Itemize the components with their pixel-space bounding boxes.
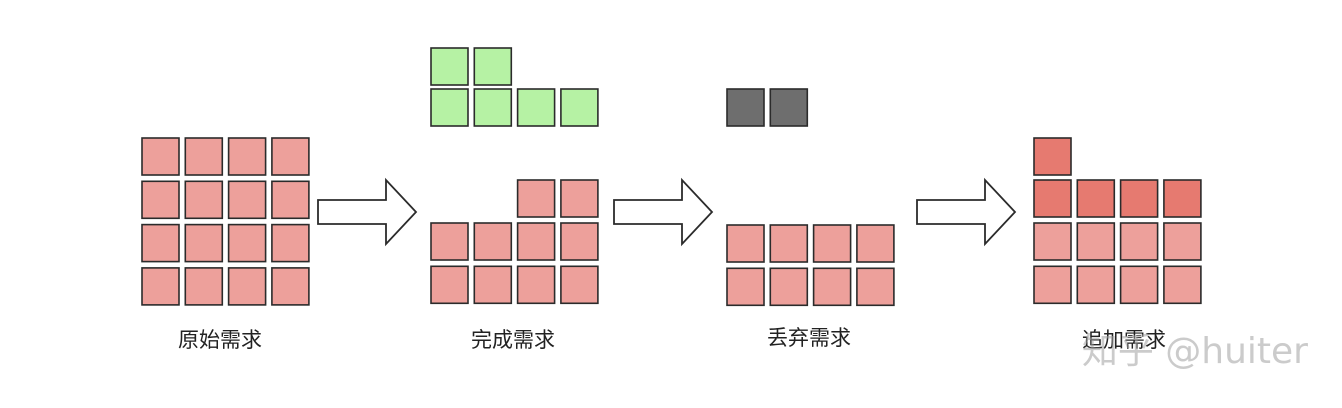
remaining-requirement-tile [516,222,556,261]
remaining-requirement-tile [1033,222,1072,261]
arrow-right-icon [613,177,714,247]
remaining-requirement-tile [1163,222,1202,261]
original-requirement-tile [227,267,267,306]
remaining-requirement-tile [560,222,599,261]
remaining-requirement-tile [560,265,599,305]
stage-label-completed: 完成需求 [471,328,555,352]
remaining-requirement-tile [473,265,513,305]
remaining-requirement-tile [430,265,469,305]
original-requirement-tile [271,267,310,306]
stage-label-discarded: 丢弃需求 [767,326,851,350]
remaining-requirement-tile [856,224,895,263]
remaining-requirement-tile [473,222,513,261]
completed-requirement-tile [473,47,513,86]
completed-requirement-tile [430,47,469,86]
remaining-requirement-tile [726,267,765,307]
remaining-requirement-tile [1119,265,1159,305]
completed-requirement-tile [430,88,469,127]
original-requirement-tile [184,180,224,220]
added-requirement-tile [1119,179,1159,218]
original-requirement-tile [184,223,224,263]
completed-requirement-tile [516,88,556,127]
remaining-requirement-tile [1076,265,1116,305]
original-requirement-tile [184,137,224,176]
remaining-requirement-tile [1163,265,1202,305]
original-requirement-tile [141,223,180,263]
original-requirement-tile [184,267,224,306]
watermark: 知乎 @huiter [1081,331,1308,372]
added-requirement-tile [1033,137,1072,176]
original-requirement-tile [141,180,180,220]
completed-requirement-tile [473,88,513,127]
original-requirement-tile [271,180,310,220]
arrow-right-icon [916,177,1017,247]
remaining-requirement-tile [1076,222,1116,261]
remaining-requirement-tile [812,267,852,307]
remaining-requirement-tile [560,179,599,218]
original-requirement-tile [141,137,180,176]
discarded-requirement-tile [726,88,765,127]
remaining-requirement-tile [1119,222,1159,261]
remaining-requirement-tile [516,265,556,305]
remaining-requirement-tile [726,224,765,263]
remaining-requirement-tile [430,222,469,261]
original-requirement-tile [271,223,310,263]
completed-requirement-tile [560,88,599,127]
remaining-requirement-tile [812,224,852,263]
remaining-requirement-tile [769,224,809,263]
remaining-requirement-tile [856,267,895,307]
remaining-requirement-tile [516,179,556,218]
original-requirement-tile [141,267,180,306]
arrow-right-icon [317,177,418,247]
original-requirement-tile [227,223,267,263]
original-requirement-tile [227,180,267,220]
remaining-requirement-tile [1033,265,1072,305]
added-requirement-tile [1033,179,1072,218]
stage-label-original: 原始需求 [178,328,262,352]
stage-label-added: 追加需求 [1082,328,1166,352]
original-requirement-tile [227,137,267,176]
added-requirement-tile [1076,179,1116,218]
original-requirement-tile [271,137,310,176]
remaining-requirement-tile [769,267,809,307]
added-requirement-tile [1163,179,1202,218]
discarded-requirement-tile [769,88,809,127]
